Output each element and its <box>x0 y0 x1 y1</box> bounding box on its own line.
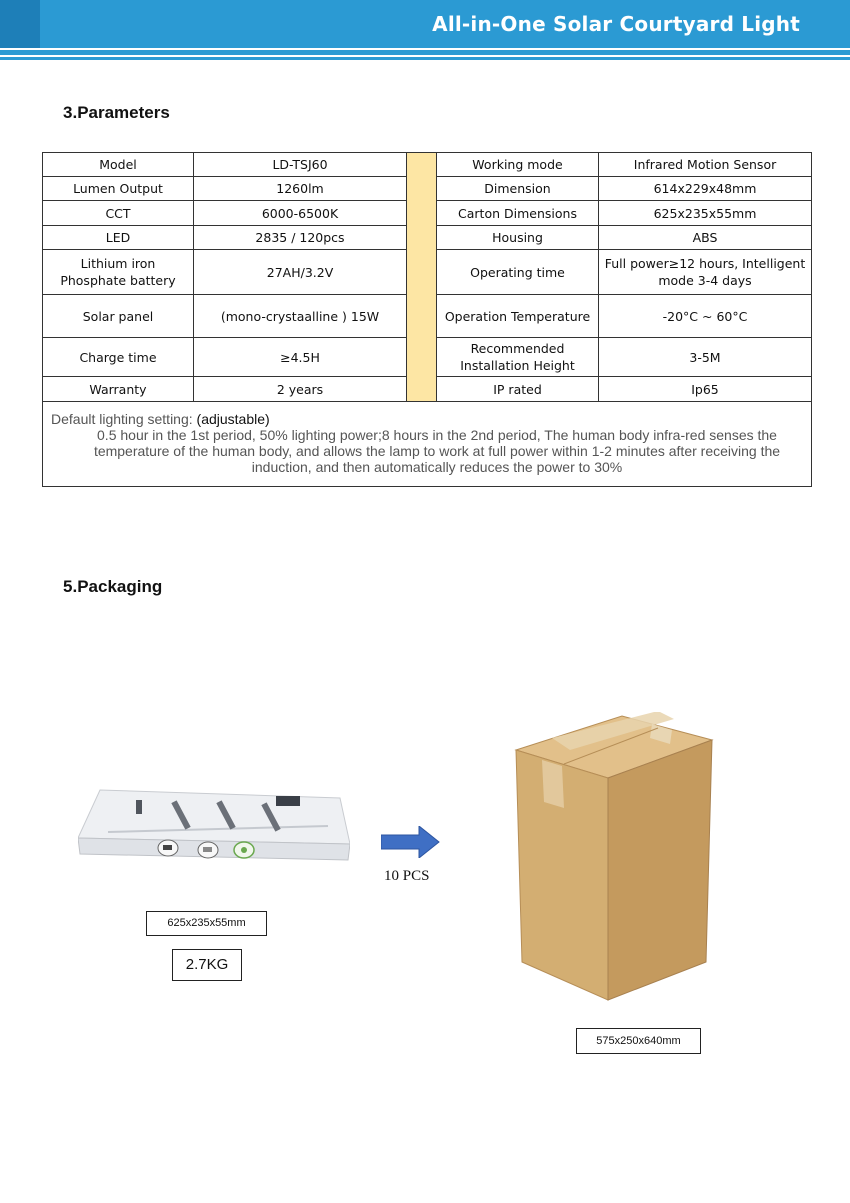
table-row: CCT 6000-6500K Carton Dimensions 625x235… <box>42 200 812 226</box>
param-value: Infrared Motion Sensor <box>598 152 812 177</box>
param-label: Dimension <box>436 176 599 201</box>
param-value: ≥4.5H <box>193 337 407 377</box>
param-label: Charge time <box>42 337 194 377</box>
param-label: CCT <box>42 200 194 226</box>
eco-icon <box>233 841 255 859</box>
param-label: Operation Temperature <box>436 294 599 338</box>
param-label: Recommended Installation Height <box>436 337 599 377</box>
box-dimension-label: 625x235x55mm <box>146 911 267 936</box>
table-row: Solar panel (mono-crystaalline ) 15W Ope… <box>42 294 812 338</box>
box-weight-label: 2.7KG <box>172 949 242 981</box>
param-value: ABS <box>598 225 812 250</box>
param-label: Carton Dimensions <box>436 200 599 226</box>
table-row: Lithium iron Phosphate battery 27AH/3.2V… <box>42 249 812 295</box>
parameters-heading-text: .Parameters <box>72 103 170 122</box>
packaging-heading-text: .Packaging <box>72 577 163 596</box>
banner-stripe-thin <box>0 57 850 60</box>
param-label: Solar panel <box>42 294 194 338</box>
table-spacer-column <box>406 152 437 402</box>
table-row: Charge time ≥4.5H Recommended Installati… <box>42 337 812 377</box>
param-value: -20°C ~ 60°C <box>598 294 812 338</box>
packaging-heading-number: 5 <box>63 577 73 596</box>
table-row: Model LD-TSJ60 Working mode Infrared Mot… <box>42 152 812 402</box>
param-value: LD-TSJ60 <box>193 152 407 177</box>
arrow-right-icon <box>381 826 440 858</box>
table-row: Lumen Output 1260lm Dimension 614x229x48… <box>42 176 812 201</box>
note-body: 0.5 hour in the 1st period, 50% lighting… <box>93 427 781 475</box>
param-label: Model <box>42 152 194 177</box>
param-value: Full power≥12 hours, Intelligent mode 3-… <box>598 249 812 295</box>
table-row-note: Default lighting setting: (adjustable) 0… <box>42 401 812 487</box>
param-value: Ip65 <box>598 376 812 402</box>
param-value: 625x235x55mm <box>598 200 812 226</box>
param-label: Operating time <box>436 249 599 295</box>
parameters-table: Model LD-TSJ60 Working mode Infrared Mot… <box>42 152 812 487</box>
param-value: 6000-6500K <box>193 200 407 226</box>
param-label: Housing <box>436 225 599 250</box>
table-row: Warranty 2 years IP rated Ip65 <box>42 376 812 402</box>
banner-bar <box>40 0 850 48</box>
param-value: 2 years <box>193 376 407 402</box>
product-box-image <box>78 789 350 861</box>
battery-icon <box>157 839 179 857</box>
param-value: (mono-crystaalline ) 15W <box>193 294 407 338</box>
parameters-heading: 3.Parameters <box>63 103 170 123</box>
note-adjustable-text: (adjustable) <box>196 411 270 427</box>
banner-left-block <box>0 0 40 48</box>
param-label: IP rated <box>436 376 599 402</box>
carton-dimension-label: 575x250x640mm <box>576 1028 701 1054</box>
note-heading: Default lighting setting: (adjustable) <box>51 411 803 427</box>
param-value: 3-5M <box>598 337 812 377</box>
page-title: All-in-One Solar Courtyard Light <box>432 12 800 36</box>
packaging-heading: 5.Packaging <box>63 577 162 597</box>
quantity-label: 10 PCS <box>384 868 430 884</box>
param-value: 2835 / 120pcs <box>193 225 407 250</box>
param-label: Warranty <box>42 376 194 402</box>
param-value: 27AH/3.2V <box>193 249 407 295</box>
param-value: 1260lm <box>193 176 407 201</box>
carton-image <box>514 712 714 1001</box>
param-label: LED <box>42 225 194 250</box>
param-label: Lumen Output <box>42 176 194 201</box>
note-heading-text: Default lighting setting: <box>51 411 197 427</box>
battery-icon <box>197 841 219 859</box>
param-label: Lithium iron Phosphate battery <box>42 249 194 295</box>
lighting-setting-note: Default lighting setting: (adjustable) 0… <box>42 401 812 487</box>
param-value: 614x229x48mm <box>598 176 812 201</box>
banner-stripe <box>0 50 850 55</box>
parameters-heading-number: 3 <box>63 103 73 122</box>
param-label: Working mode <box>436 152 599 177</box>
header-banner: All-in-One Solar Courtyard Light <box>0 0 850 62</box>
